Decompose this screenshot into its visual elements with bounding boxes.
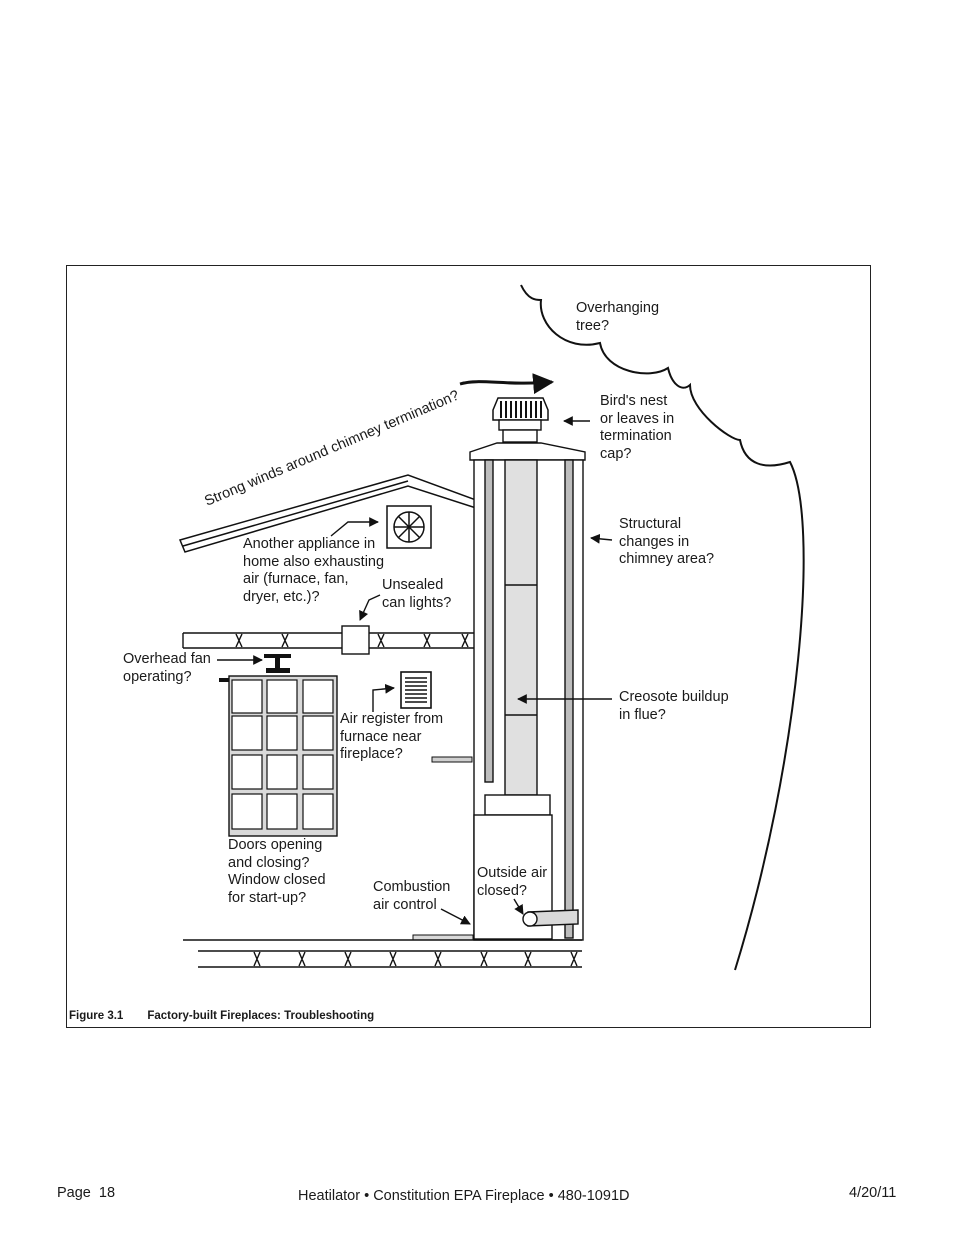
outside-air-label: Outside air closed? — [477, 865, 548, 899]
doors-opening-label: Doors opening and closing? Window closed… — [228, 837, 326, 906]
birds-nest-label: Bird's nest or leaves in termination cap… — [600, 393, 675, 462]
figure-title: Factory-built Fireplaces: Troubleshootin… — [147, 1010, 375, 1022]
tree-canopy-outline — [520, 284, 805, 971]
overhead-fan-label: Overhead fan operating? — [123, 651, 211, 685]
floor-joist — [183, 939, 582, 968]
creosote-buildup-label: Creosote buildup in flue? — [619, 689, 729, 723]
unsealed-can-lights-label: Unsealed can lights? — [382, 577, 452, 611]
air-register-label: Air register from furnace near fireplace… — [340, 711, 444, 762]
another-appliance-label: Another appliance in home also exhaustin… — [243, 536, 385, 605]
outside-air-duct — [522, 909, 579, 927]
combustion-air-label: Combustion air control — [373, 879, 451, 913]
callout-arrows — [217, 416, 613, 925]
footer-document-title: Heatilator • Constitution EPA Fireplace … — [298, 1188, 630, 1204]
air-register — [400, 671, 432, 709]
structural-changes-label: Structural changes in chimney area? — [619, 516, 715, 567]
window — [228, 675, 338, 837]
footer-date: 4/20/11 — [849, 1185, 897, 1201]
figure-frame — [66, 265, 871, 1028]
combustion-air-plate — [412, 934, 474, 941]
figure-caption: Figure 3.1 Factory-built Fireplaces: Trou… — [69, 1010, 374, 1022]
figure-number: Figure 3.1 — [69, 1010, 124, 1022]
overhanging-tree-label: Overhanging tree? — [576, 300, 660, 334]
exhaust-fan — [386, 505, 432, 549]
wind-arrow — [459, 373, 555, 395]
termination-cap — [492, 397, 549, 443]
mantel-shelf — [431, 756, 473, 763]
footer-page-number: Page 18 — [57, 1185, 116, 1201]
can-light — [341, 625, 370, 655]
